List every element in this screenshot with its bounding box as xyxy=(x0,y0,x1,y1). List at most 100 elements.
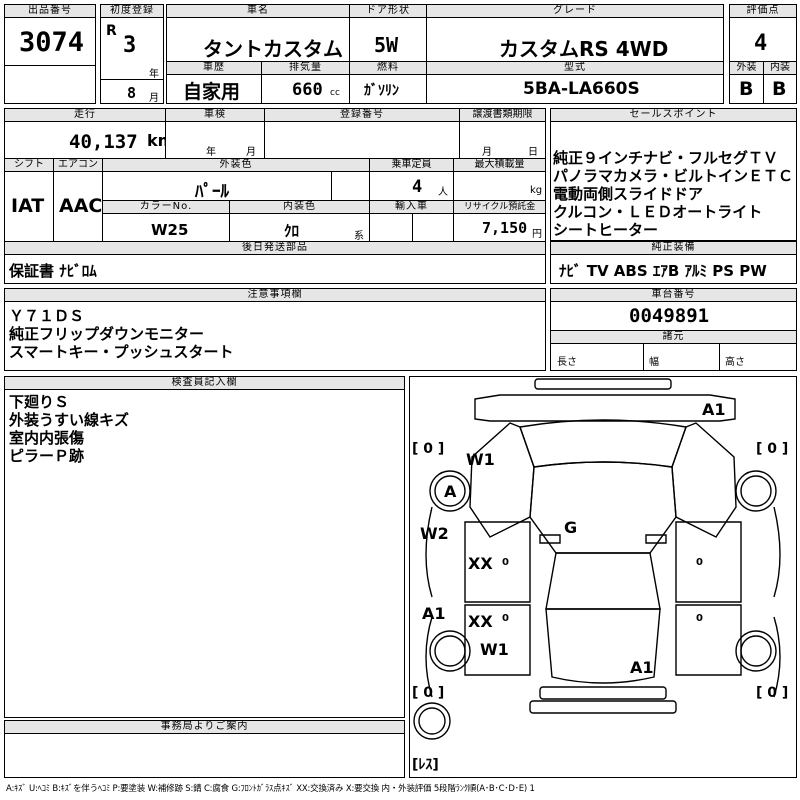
sales-points-list: 純正９インチナビ・フルセグＴＶ パノラマカメラ・ビルトインＥＴＣ 電動両側スライ… xyxy=(553,149,793,239)
inspection-month-unit: 月 xyxy=(246,147,256,158)
model-code-value: 5BA-LA660S xyxy=(523,79,640,99)
door-label: ドア形状 xyxy=(350,5,426,18)
sales-point-line: シートヒーター xyxy=(553,221,659,239)
int-grade-box: 内装 B xyxy=(763,61,797,104)
wheel-rl xyxy=(429,630,471,672)
transfer-doc-label: 譲渡書類期限 xyxy=(460,109,545,122)
model-code-label: 型式 xyxy=(427,62,723,75)
damage-mark-w2: W2 xyxy=(420,524,449,543)
inspector-label: 検査員記入欄 xyxy=(5,377,404,390)
inspection-year-unit: 年 xyxy=(206,147,216,158)
lot-box: 出品番号 3074 xyxy=(4,4,96,104)
inspection-box: 車検 年 月 xyxy=(165,108,265,159)
transfer-doc-box: 譲渡書類期限 月 日 xyxy=(459,108,546,159)
car-diagram: 0 0 0 0 [ 0 ] [ 0 ] [ 0 ] [ 0 ] [ﾚｽ] A1 … xyxy=(412,378,788,773)
lot-label: 出品番号 xyxy=(5,5,95,18)
import-label: 輸入車 xyxy=(370,201,453,214)
damage-diagram-box: 0 0 0 0 [ 0 ] [ 0 ] [ 0 ] [ 0 ] [ﾚｽ] A1 … xyxy=(409,376,797,778)
pad-mark: 0 xyxy=(502,613,509,624)
score-label: 評価点 xyxy=(730,5,796,18)
fuel-value: ｶﾞｿﾘﾝ xyxy=(364,83,399,99)
history-box: 車歴 自家用 xyxy=(166,61,262,104)
pad-mark: 0 xyxy=(696,557,703,568)
inspection-label: 車検 xyxy=(166,109,264,122)
equipment-box: 純正装備 ﾅﾋﾞ TV ABS ｴｱB ｱﾙﾐ PS PW xyxy=(550,241,797,284)
office-label: 事務局よりご案内 xyxy=(5,721,404,734)
history-label: 車歴 xyxy=(167,62,261,75)
shift-label: シフト xyxy=(5,159,53,172)
inspector-line: ピラーＰ跡 xyxy=(9,447,85,465)
tire-rr-depth: [ 0 ] xyxy=(756,685,788,701)
damage-mark-a1-top: A1 xyxy=(702,400,726,419)
sales-point-line: 純正９インチナビ・フルセグＴＶ xyxy=(553,149,779,167)
equipment-value: ﾅﾋﾞ TV ABS ｴｱB ｱﾙﾐ PS PW xyxy=(559,262,767,280)
lot-number: 3074 xyxy=(19,27,85,58)
inspector-line: 下廻りＳ xyxy=(9,393,70,411)
transfer-day-unit: 日 xyxy=(528,147,538,158)
grade-label: グレード xyxy=(427,5,723,18)
int-color-label: 内装色 xyxy=(230,201,369,214)
grade-value: カスタムRS 4WD xyxy=(499,37,669,61)
model-name: タントカスタム xyxy=(203,37,343,61)
roof xyxy=(529,461,677,554)
damage-mark-g: G xyxy=(564,518,577,537)
wheel-fl xyxy=(429,470,471,512)
max-load-label: 最大積載量 xyxy=(454,159,545,172)
later-parts-value: 保証書 ﾅﾋﾞﾛﾑ xyxy=(9,262,97,280)
capacity-value: 4 xyxy=(412,177,423,197)
damage-mark-a-front: A xyxy=(444,482,457,501)
chassis-box: 車台番号 0049891 諸元 長さ 幅 高さ xyxy=(550,288,797,371)
dims-height: 高さ xyxy=(725,357,745,368)
spare-tire xyxy=(413,702,451,740)
pad-mark: 0 xyxy=(502,557,509,568)
displacement-unit: cc xyxy=(330,88,340,98)
hood xyxy=(545,608,661,684)
equipment-label: 純正装備 xyxy=(551,242,796,255)
ext-color-value: ﾊﾟｰﾙ xyxy=(195,182,229,202)
right-rear-door xyxy=(675,604,742,676)
mileage-value: 40,137 xyxy=(69,131,138,153)
dims-width: 幅 xyxy=(649,357,659,368)
displacement-value: 660 xyxy=(292,80,323,100)
score-box: 評価点 4 xyxy=(729,4,797,62)
dims-label: 諸元 xyxy=(551,330,796,344)
mileage-box: 走行 40,137 km xyxy=(4,108,174,159)
ext-grade-label: 外装 xyxy=(730,62,763,75)
model-name-box: 車名 タントカスタム xyxy=(166,4,350,62)
color-no-value: W25 xyxy=(151,221,189,239)
sales-point-line: 電動両側スライドドア xyxy=(553,185,704,203)
capacity-label: 乗車定員 xyxy=(370,159,453,172)
shift-value: IAT xyxy=(11,195,45,217)
notes-list: Ｙ７１ＤＳ 純正フリップダウンモニター スマートキー・プッシュスタート xyxy=(9,307,234,361)
shift-box: シフト IAT xyxy=(4,158,54,242)
first-reg-label: 初度登録 xyxy=(101,5,163,18)
fuel-label: 燃料 xyxy=(350,62,426,75)
model-name-label: 車名 xyxy=(167,5,349,18)
inspector-list: 下廻りＳ 外装うすい線キズ 室内内張傷 ピラーＰ跡 xyxy=(9,393,129,465)
tire-fr-depth: [ 0 ] xyxy=(756,441,788,457)
right-front-door xyxy=(675,521,742,603)
color-no-box: カラーNo. W25 xyxy=(102,200,230,242)
damage-mark-w1-top: W1 xyxy=(466,450,495,469)
note-line: スマートキー・プッシュスタート xyxy=(9,343,234,361)
office-box: 事務局よりご案内 xyxy=(4,720,405,778)
notes-box: 注意事項欄 Ｙ７１ＤＳ 純正フリップダウンモニター スマートキー・プッシュスター… xyxy=(4,288,546,371)
first-reg-month: 8 xyxy=(127,84,137,102)
wheel-fr xyxy=(735,470,777,512)
mileage-label: 走行 xyxy=(5,109,165,122)
wheel-rr xyxy=(735,630,777,672)
damage-mark-xx-1: XX xyxy=(468,554,493,573)
inspector-line: 外装うすい線キズ xyxy=(9,411,130,429)
first-reg-box: 初度登録 R 3 年 8 月 xyxy=(100,4,164,104)
damage-mark-a1-left: A1 xyxy=(422,604,446,623)
ext-color-label: 外装色 xyxy=(103,159,369,172)
legend: A:ｷｽﾞ U:ﾍｺﾐ B:ｷｽﾞを伴うﾍｺﾐ P:要塗装 W:補修跡 S:錆 … xyxy=(6,784,535,794)
sales-point-line: クルコン・ＬＥＤオートライト xyxy=(553,203,763,221)
aircon-value: AAC xyxy=(59,195,103,217)
import-box: 輸入車 xyxy=(369,200,454,242)
recycle-unit: 円 xyxy=(532,229,542,240)
left-front-door xyxy=(464,521,531,603)
recycle-value: 7,150 xyxy=(482,219,528,237)
month-unit: 月 xyxy=(149,93,159,104)
max-load-unit: kg xyxy=(530,185,543,196)
